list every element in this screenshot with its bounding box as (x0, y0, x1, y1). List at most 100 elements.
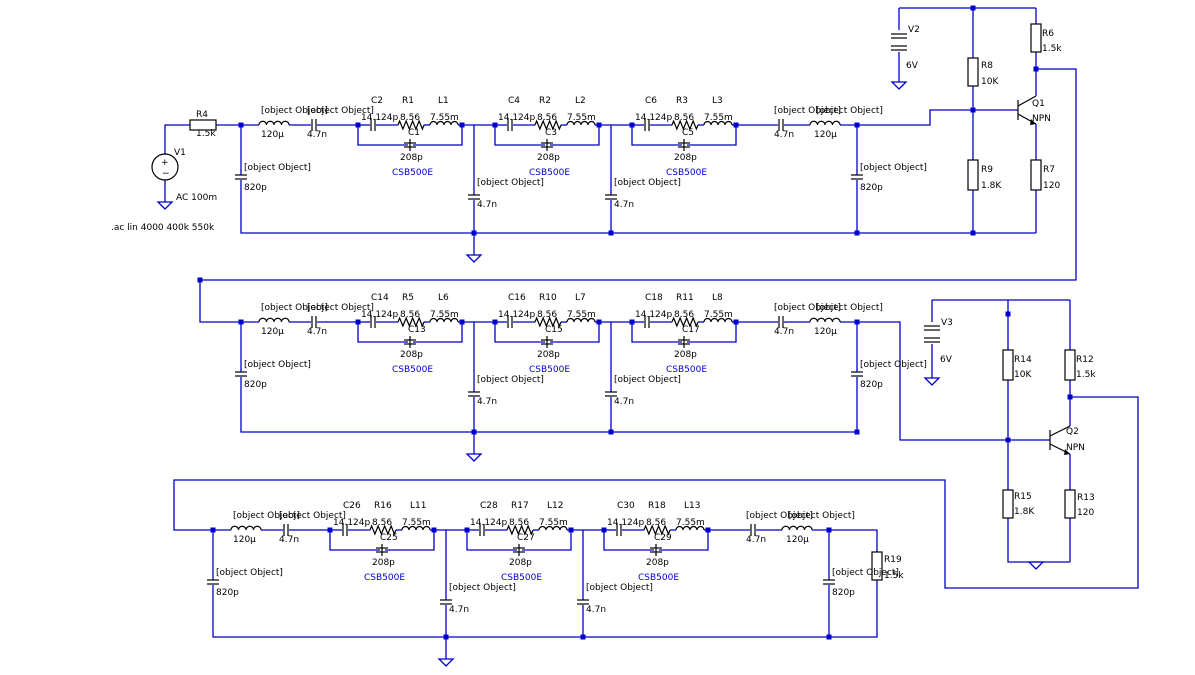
wire (659, 530, 709, 551)
label: [object Object] (261, 303, 328, 313)
label: C18 (645, 293, 663, 303)
capacitor (778, 316, 784, 328)
label: R17 (511, 501, 529, 511)
label: C26 (343, 501, 361, 511)
capacitor (468, 194, 480, 200)
label: 1.5k (1076, 370, 1096, 380)
label: C17 (682, 325, 700, 335)
resistor (506, 524, 534, 536)
wire (240, 377, 857, 433)
resistor (534, 316, 562, 328)
label: [object Object] (449, 583, 516, 593)
label: NPN (1032, 114, 1051, 124)
label: 820p (216, 588, 239, 598)
capacitor (440, 599, 452, 605)
capacitor (479, 524, 485, 536)
label: [object Object] (816, 303, 883, 313)
label: R2 (539, 96, 551, 106)
label: [object Object] (774, 303, 841, 313)
capacitor (207, 579, 219, 585)
label: R14 (1014, 355, 1032, 365)
label: 208p (400, 153, 423, 163)
label: 8.56 (674, 310, 694, 320)
label: [object Object] (279, 511, 346, 521)
label: CSB500E (364, 573, 405, 583)
label: V1 (174, 148, 186, 158)
label: R15 (1014, 492, 1032, 502)
wire (494, 322, 545, 343)
label: 8.56 (400, 113, 420, 123)
label: [object Object] (244, 163, 311, 173)
wire (357, 125, 408, 146)
label: 8.56 (646, 518, 666, 528)
label: C3 (545, 128, 557, 138)
label: 14.124p (333, 518, 370, 528)
label: V2 (908, 25, 920, 35)
wire (413, 125, 463, 146)
label: 7.55m (430, 310, 459, 320)
wire (199, 280, 241, 323)
wire (164, 124, 190, 154)
wire (687, 125, 737, 146)
label: [object Object] (746, 511, 813, 521)
resistor (1002, 349, 1014, 381)
label: 7.55m (567, 310, 596, 320)
label: 4.7n (279, 535, 299, 545)
label: R10 (539, 293, 557, 303)
label: 820p (244, 183, 267, 193)
ground-symbol (1027, 561, 1045, 570)
inductor (781, 525, 813, 531)
resistor (671, 316, 699, 328)
label: L11 (410, 501, 426, 511)
label: R3 (676, 96, 688, 106)
capacitor (644, 119, 650, 131)
label: C13 (408, 325, 426, 335)
wire (550, 125, 600, 146)
label: CSB500E (392, 168, 433, 178)
label: 208p (509, 558, 532, 568)
label: 14.124p (470, 518, 507, 528)
label: 14.124p (607, 518, 644, 528)
label: 14.124p (635, 310, 672, 320)
npn-transistor (1017, 95, 1037, 125)
capacitor (468, 391, 480, 397)
junction-dot (854, 429, 860, 435)
label: 4.7n (774, 130, 794, 140)
label: 6V (940, 355, 953, 365)
label: C28 (480, 501, 498, 511)
label: CSB500E (666, 365, 707, 375)
capacitor (616, 524, 622, 536)
label: L1 (438, 96, 449, 106)
wire (173, 396, 1139, 589)
resistor (1064, 489, 1076, 519)
label: C30 (617, 501, 635, 511)
label: CSB500E (392, 365, 433, 375)
label: AC 100m (176, 193, 217, 203)
resistor (397, 316, 425, 328)
label: [object Object] (788, 511, 855, 521)
label: 120µ (814, 130, 837, 140)
label: 208p (400, 350, 423, 360)
inductor (538, 525, 568, 531)
label: 4.7n (746, 535, 766, 545)
label: 1.8K (1014, 507, 1035, 517)
label: L6 (438, 293, 449, 303)
label: [object Object] (216, 568, 283, 578)
capacitor (605, 194, 617, 200)
label: 820p (860, 380, 883, 390)
npn-transistor (1049, 425, 1071, 455)
resistor (1030, 23, 1042, 53)
label: [object Object] (586, 583, 653, 593)
resistor (534, 119, 562, 131)
label: R6 (1042, 29, 1054, 39)
label: CSB500E (501, 573, 542, 583)
label: CSB500E (529, 168, 570, 178)
label: C29 (654, 533, 672, 543)
label: 4.7n (586, 605, 606, 615)
capacitor (235, 371, 247, 377)
label: C6 (645, 96, 657, 106)
wire (687, 322, 737, 343)
label: [object Object] (816, 106, 883, 116)
